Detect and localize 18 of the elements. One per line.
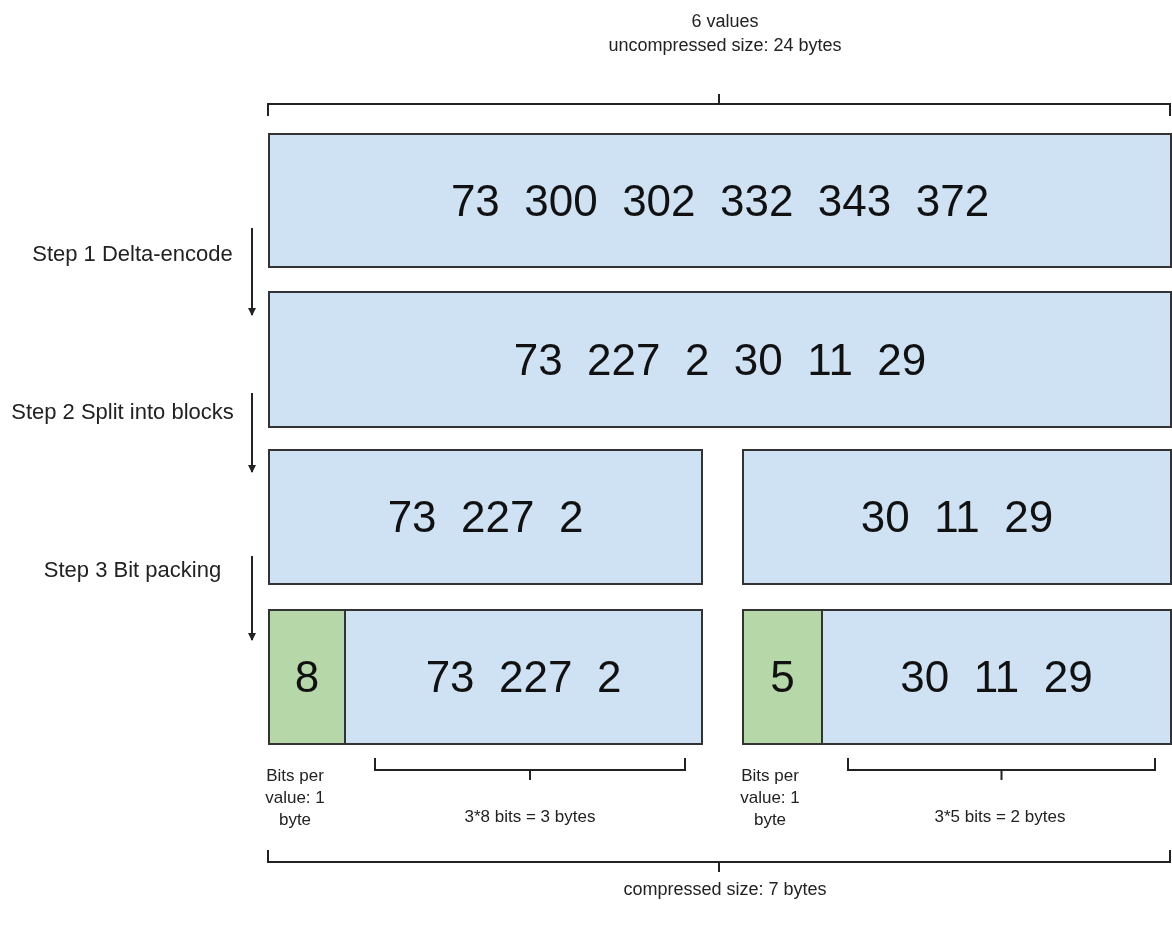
step-label: Step 1 Delta-encode: [31, 240, 234, 268]
value-box: 73 300 302 332 343 372: [268, 133, 1172, 268]
count-note: 6 values: [690, 10, 760, 33]
bit-width-box: 8: [268, 609, 346, 745]
value-box: 73 227 2: [344, 609, 703, 745]
value-box: 30 11 29: [821, 609, 1172, 745]
value-box: 73 227 2: [268, 449, 703, 585]
bits-note: Bits per value: 1 byte: [264, 765, 326, 832]
value-box: 73 227 2 30 11 29: [268, 291, 1172, 428]
size-note: 3*5 bits = 2 bytes: [933, 806, 1067, 828]
size-note: 3*8 bits = 3 bytes: [463, 806, 597, 828]
value-box: 30 11 29: [742, 449, 1172, 585]
size-note: uncompressed size: 24 bytes: [607, 34, 843, 57]
step-label: Step 3 Bit packing: [42, 556, 223, 584]
size-note: compressed size: 7 bytes: [622, 878, 828, 901]
bit-width-box: 5: [742, 609, 823, 745]
step-label: Step 2 Split into blocks: [10, 398, 235, 426]
bits-note: Bits per value: 1 byte: [739, 765, 801, 832]
